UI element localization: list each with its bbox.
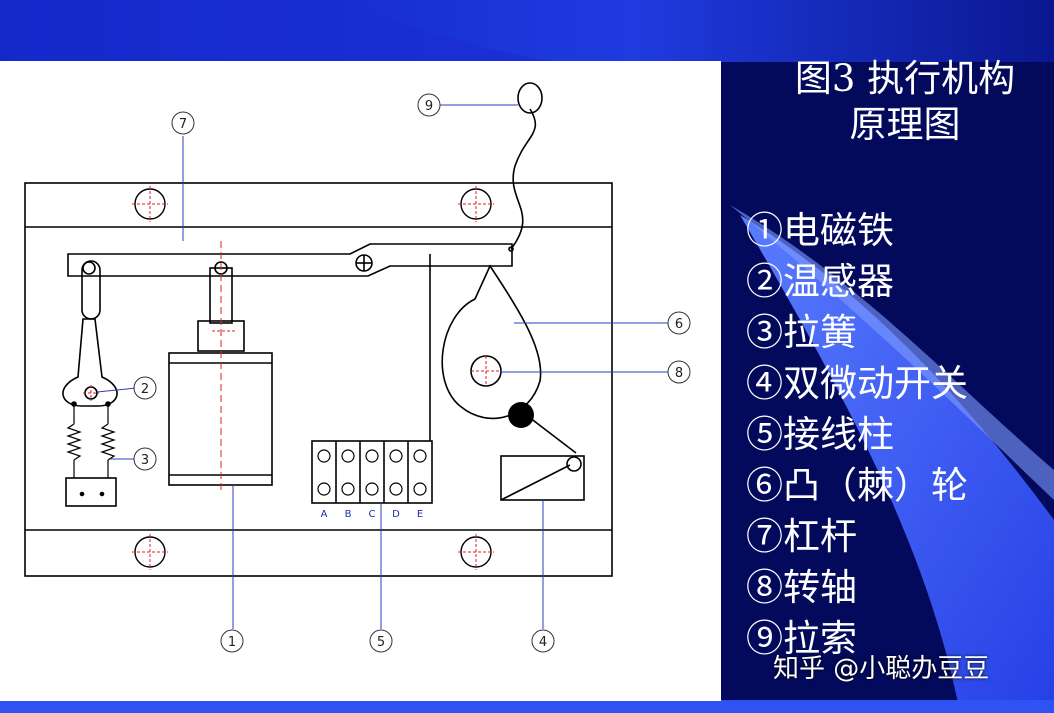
- terminal-label-a: A: [321, 509, 328, 520]
- leader-lines: [96, 104, 669, 629]
- slide-title: 图3 执行机构 原理图: [770, 56, 1040, 148]
- slotted-link: [81, 260, 101, 320]
- callout-3: 3: [141, 453, 149, 468]
- diagram-panel: 1 2 3 4 5 6 7 8 9 A B C D E: [0, 61, 721, 701]
- terminal-screws: [317, 449, 427, 496]
- callout-8: 8: [675, 366, 683, 381]
- callout-1: 1: [228, 635, 236, 650]
- callout-9: 9: [425, 99, 433, 114]
- lever: [67, 243, 513, 277]
- legend-item-double-microswitch: ④双微动开关: [746, 362, 968, 405]
- legend-item-tension-spring: ③拉簧: [746, 311, 857, 354]
- terminal-label-c: C: [369, 509, 376, 520]
- actuator-schematic: 1 2 3 4 5 6 7 8 9 A B C D E: [24, 82, 691, 653]
- cam-roller: [508, 402, 534, 428]
- tension-springs: [66, 406, 116, 478]
- cable-handle: [517, 82, 543, 114]
- legend-item-terminal-post: ⑤接线柱: [746, 413, 894, 456]
- terminal-label-e: E: [417, 509, 423, 520]
- mounting-holes: [134, 188, 492, 568]
- callout-5: 5: [377, 635, 385, 650]
- terminal-label-d: D: [392, 509, 400, 520]
- legend-item-pull-cable: ⑨拉索: [746, 617, 857, 660]
- spring-anchor: [65, 477, 117, 507]
- legend-item-shaft: ⑧转轴: [746, 566, 857, 609]
- callout-4: 4: [539, 635, 547, 650]
- callout-2: 2: [141, 382, 149, 397]
- lever-cable-hole: [508, 246, 514, 252]
- legend-item-lever: ⑦杠杆: [746, 515, 857, 558]
- title-line-2: 原理图: [849, 103, 961, 146]
- legend-item-temperature-sensor: ②温感器: [746, 260, 894, 303]
- legend-item-electromagnet: ①电磁铁: [746, 209, 894, 252]
- pull-cable: [510, 108, 537, 250]
- terminal-label-b: B: [345, 509, 352, 520]
- callout-6: 6: [675, 317, 683, 332]
- terminal-block: [311, 440, 433, 504]
- title-line-1: 图3 执行机构: [794, 57, 1016, 100]
- watermark: 知乎 @小聪办豆豆: [773, 654, 990, 684]
- cam-wheel: [441, 264, 542, 420]
- sensor-arm: [62, 318, 118, 407]
- parts-legend: ①电磁铁 ②温感器 ③拉簧 ④双微动开关 ⑤接线柱 ⑥凸（棘）轮 ⑦杠杆 ⑧转轴…: [746, 205, 968, 664]
- callout-7: 7: [179, 117, 187, 132]
- legend-item-cam-ratchet: ⑥凸（棘）轮: [746, 464, 968, 507]
- base-plate: [24, 182, 613, 577]
